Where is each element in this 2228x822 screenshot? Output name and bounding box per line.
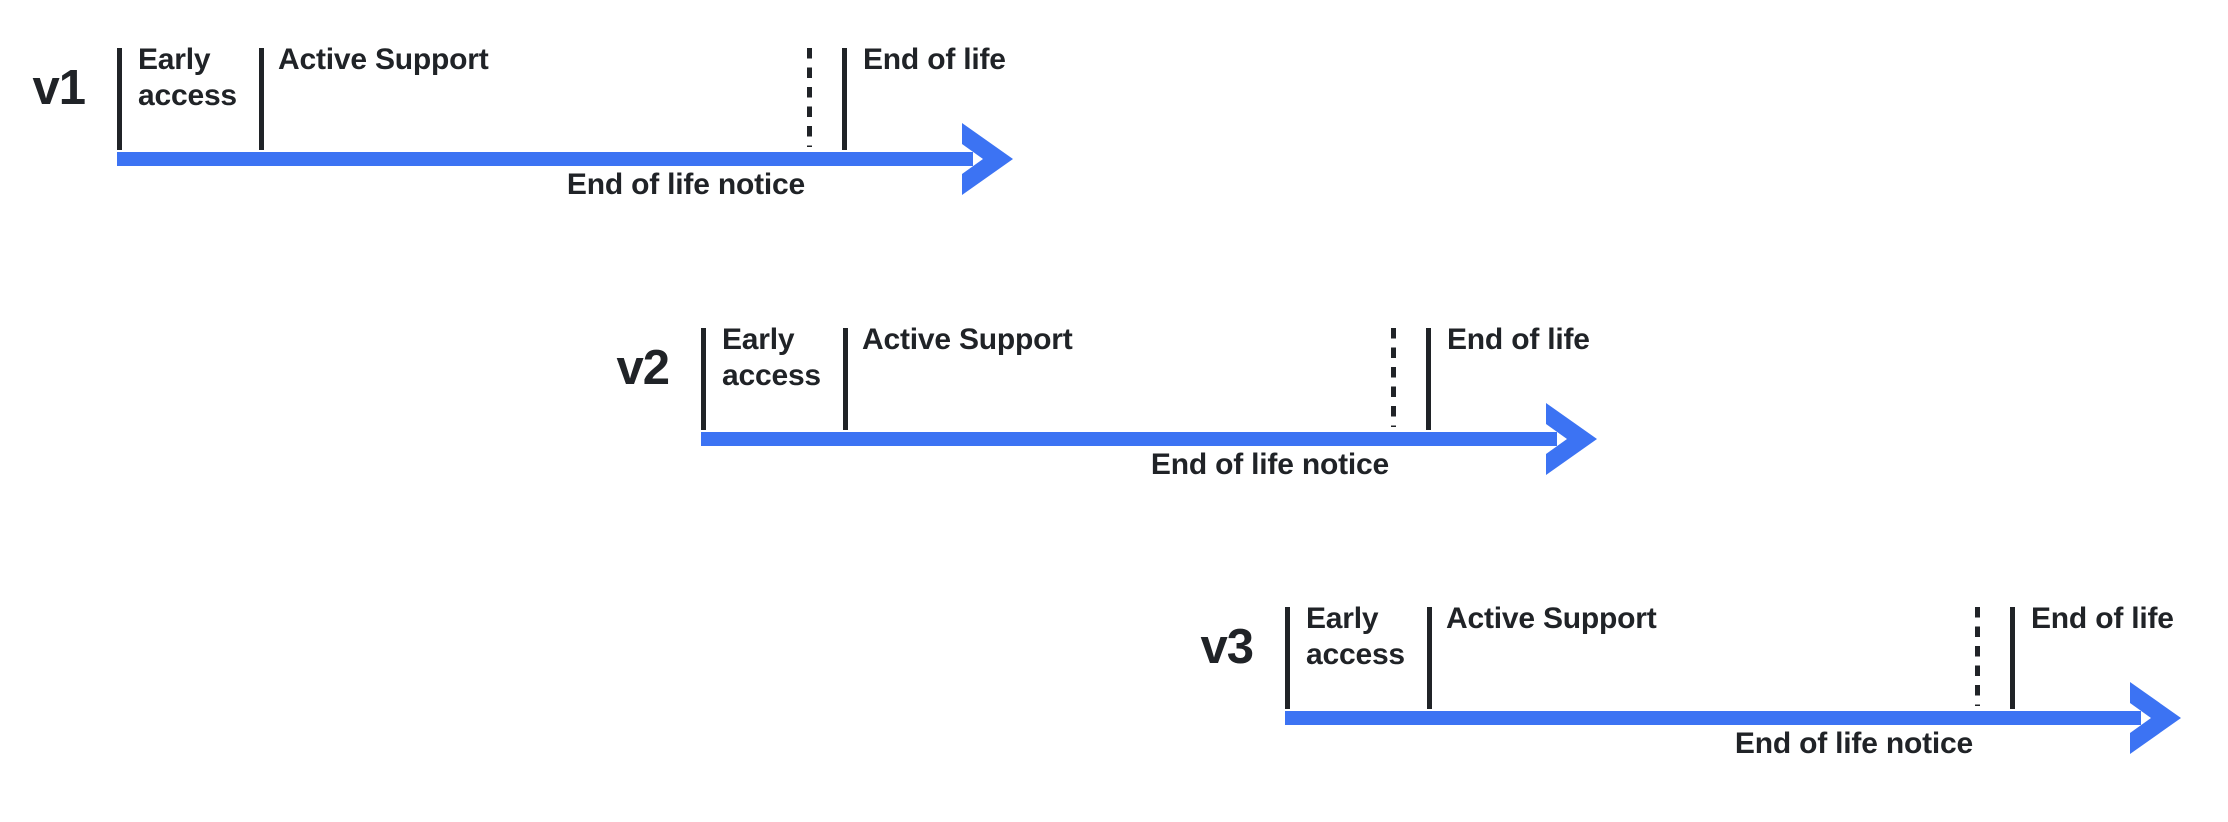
timeline-arrow-graphic	[117, 48, 1013, 195]
timeline-v2: Early access Active Support End of life …	[701, 323, 1626, 543]
active-support-label: Active Support	[1446, 602, 1657, 635]
end-of-life-notice-label: End of life notice	[1150, 448, 1389, 481]
timeline-arrow-graphic	[701, 328, 1597, 475]
end-of-life-notice-label: End of life notice	[1734, 727, 1973, 760]
timeline-arrow-graphic	[1285, 607, 2181, 754]
timeline-row-v1: v1 Early access Active Support End of li…	[0, 43, 1042, 263]
early-access-label: Early access	[722, 323, 821, 392]
version-label-v2: v2	[616, 341, 670, 395]
active-support-label: Active Support	[862, 323, 1073, 356]
timeline-shaft	[1285, 711, 2141, 725]
end-of-life-label: End of life	[863, 43, 1006, 76]
timeline-shaft	[117, 152, 973, 166]
end-of-life-label: End of life	[2031, 602, 2174, 635]
end-of-life-notice-label: End of life notice	[566, 168, 805, 201]
early-access-label: Early access	[138, 43, 237, 112]
timeline-row-v2: v2 Early access Active Support End of li…	[551, 323, 1626, 543]
timeline-shaft	[701, 432, 1557, 446]
end-of-life-label: End of life	[1447, 323, 1590, 356]
timeline-v3: Early access Active Support End of life …	[1285, 602, 2210, 822]
timeline-row-v3: v3 Early access Active Support End of li…	[1135, 602, 2210, 822]
arrow-head-icon	[2130, 682, 2181, 754]
version-label-v3: v3	[1200, 620, 1254, 674]
timeline-v1: Early access Active Support End of life …	[117, 43, 1042, 263]
version-label-v1: v1	[32, 61, 86, 115]
early-access-label: Early access	[1306, 602, 1405, 671]
active-support-label: Active Support	[278, 43, 489, 76]
arrow-head-icon	[962, 123, 1013, 195]
arrow-head-icon	[1546, 403, 1597, 475]
